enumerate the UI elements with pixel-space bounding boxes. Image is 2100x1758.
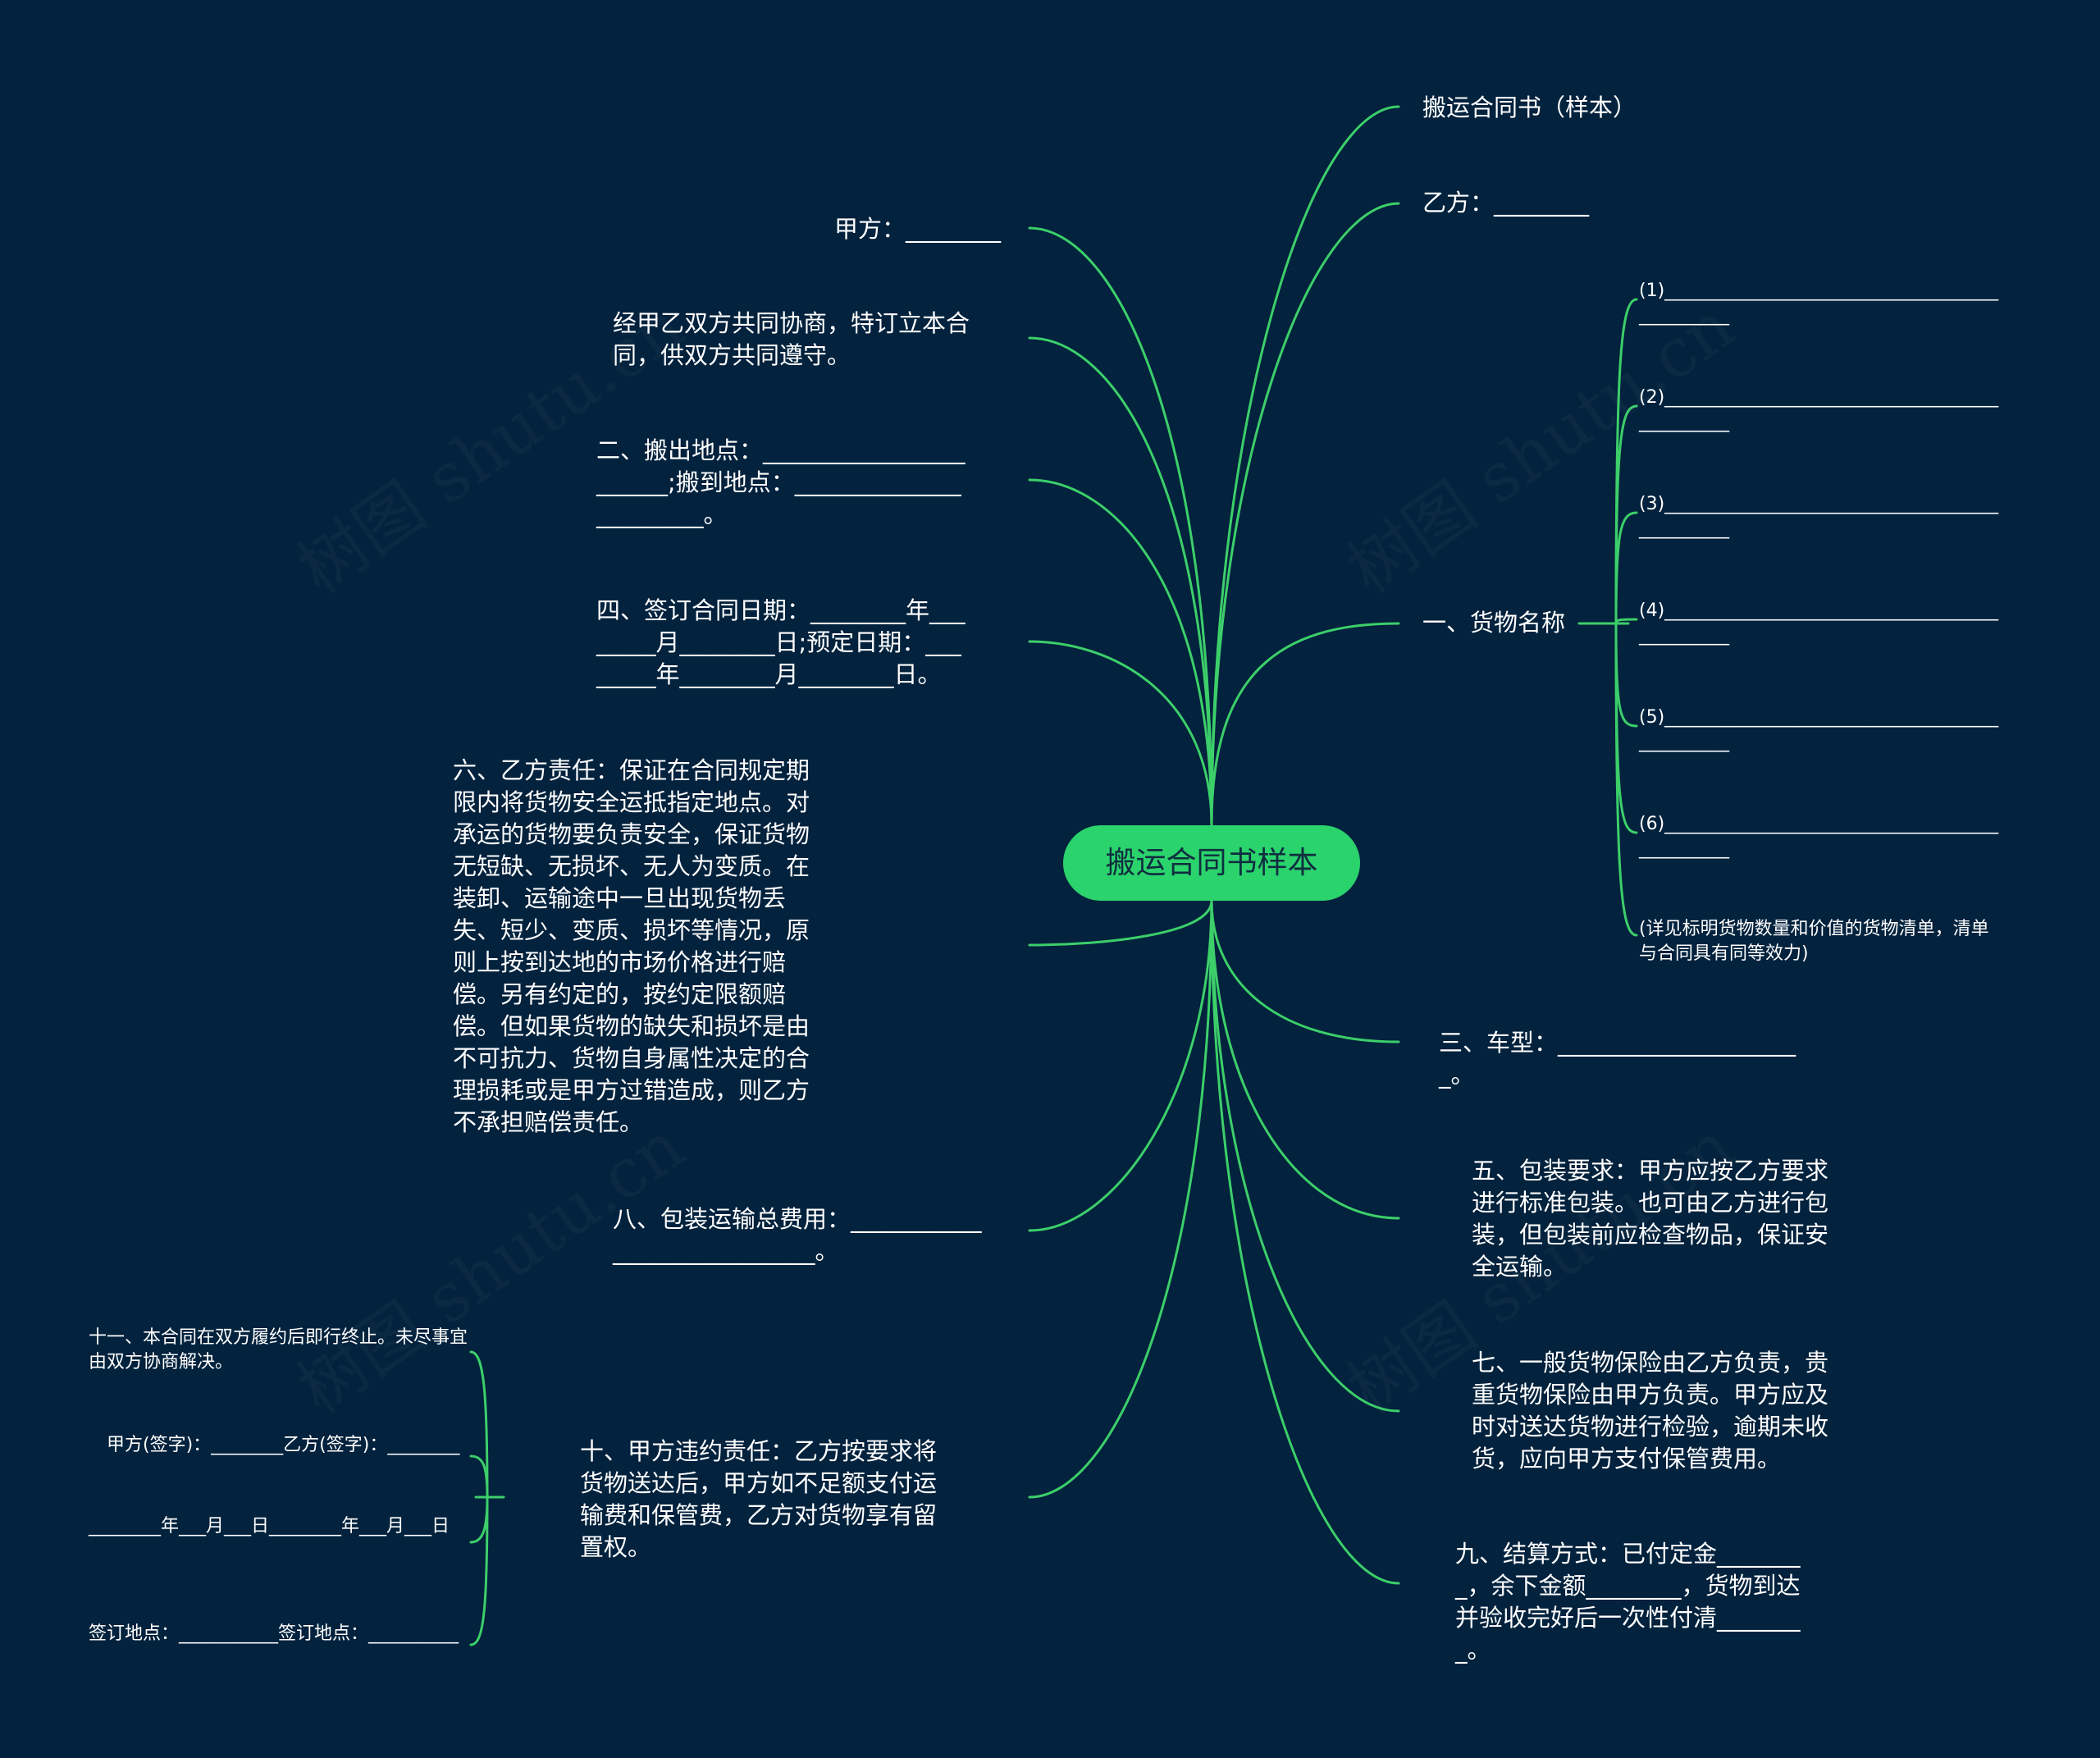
goods-item[interactable]: (2)_____________________________________… bbox=[1639, 387, 1999, 432]
goods-item[interactable]: (3)_____________________________________… bbox=[1639, 494, 1999, 539]
link-goods bbox=[1210, 622, 1400, 827]
link-insurance bbox=[1210, 899, 1400, 1413]
link-breach-4 bbox=[469, 1495, 489, 1646]
goods-item[interactable]: (6)_____________________________________… bbox=[1639, 814, 1999, 859]
node-settlement[interactable]: 九、结算方式：已付定金________，余下金额________，货物到达并验收… bbox=[1455, 1540, 1801, 1664]
node-party-a[interactable]: 甲方：________ bbox=[834, 215, 1002, 243]
link-goods-2 bbox=[1614, 404, 1638, 625]
link-vehicle bbox=[1210, 899, 1400, 1043]
breach-item[interactable]: 甲方(签字)：________乙方(签字)：________ bbox=[89, 1435, 460, 1455]
link-breach bbox=[1028, 899, 1213, 1499]
link-breach-1 bbox=[469, 1350, 489, 1499]
link-dates bbox=[1028, 640, 1213, 827]
root-node[interactable]: 搬运合同书样本 bbox=[1063, 825, 1360, 901]
link-packaging bbox=[1210, 899, 1400, 1220]
link-title bbox=[1210, 105, 1400, 827]
link-breach-2 bbox=[469, 1454, 489, 1499]
node-breach[interactable]: 十、甲方违约责任：乙方按要求将货物送达后，甲方如不足额支付运输费和保管费，乙方对… bbox=[580, 1437, 938, 1561]
goods-note[interactable]: (详见标明货物数量和价值的货物清单，清单与合同具有同等效力) bbox=[1639, 919, 1989, 964]
link-goods-note bbox=[1614, 622, 1638, 937]
goods-item[interactable]: (5)_____________________________________… bbox=[1639, 707, 1999, 752]
link-duty-b bbox=[1028, 899, 1213, 947]
node-intro[interactable]: 经甲乙双方共同协商，特订立本合同，供双方共同遵守。 bbox=[613, 309, 970, 369]
link-total-fee bbox=[1028, 899, 1213, 1232]
node-locations[interactable]: 二、搬出地点：_______________________;搬到地点：____… bbox=[596, 436, 966, 528]
breach-item[interactable]: 十一、本合同在双方履约后即行终止。未尽事宜由双方协商解决。 bbox=[89, 1327, 468, 1372]
goods-item[interactable]: (4)_____________________________________… bbox=[1639, 600, 1999, 646]
node-insurance[interactable]: 七、一般货物保险由乙方负责，贵重货物保险由甲方负责。甲方应及时对送达货物进行检验… bbox=[1472, 1349, 1829, 1473]
breach-item[interactable]: ________年___月___日________年___月___日 bbox=[89, 1516, 450, 1537]
link-intro bbox=[1028, 336, 1213, 827]
link-breach-3 bbox=[469, 1495, 489, 1544]
node-packaging[interactable]: 五、包装要求：甲方应按乙方要求进行标准包装。也可由乙方进行包装，但包装前应检查物… bbox=[1472, 1157, 1829, 1281]
node-total-fee[interactable]: 八、包装运输总费用：____________________________。 bbox=[613, 1205, 982, 1265]
link-party-a bbox=[1028, 226, 1213, 827]
link-locations bbox=[1028, 478, 1213, 827]
node-party-b[interactable]: 乙方：________ bbox=[1422, 189, 1590, 217]
node-goods[interactable]: 一、货物名称 bbox=[1422, 609, 1566, 637]
link-goods-5 bbox=[1614, 622, 1638, 728]
goods-item[interactable]: (1)_____________________________________… bbox=[1639, 281, 1999, 326]
node-title[interactable]: 搬运合同书（样本） bbox=[1422, 94, 1637, 121]
node-duty-b[interactable]: 六、乙方责任：保证在合同规定期限内将货物安全运抵指定地点。对承运的货物要负责安全… bbox=[453, 756, 810, 1136]
breach-item[interactable]: 签订地点：___________签订地点：__________ bbox=[89, 1623, 459, 1644]
link-goods-6 bbox=[1614, 622, 1638, 834]
link-goods-3 bbox=[1614, 511, 1638, 625]
link-settlement bbox=[1210, 899, 1400, 1585]
link-party-b bbox=[1210, 202, 1400, 827]
node-dates[interactable]: 四、签订合同日期：________年________月________日;预定日… bbox=[596, 596, 966, 688]
node-vehicle[interactable]: 三、车型：_____________________。 bbox=[1439, 1029, 1796, 1089]
